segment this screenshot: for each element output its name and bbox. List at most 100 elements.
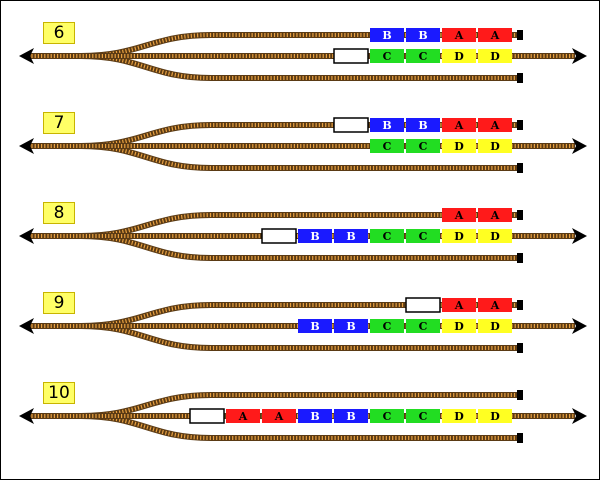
wagon-B[interactable]: B xyxy=(298,319,332,333)
buffer-stop-upper xyxy=(517,30,523,40)
engine-car[interactable] xyxy=(333,48,369,64)
step-number: 10 xyxy=(43,382,75,404)
wagon-C[interactable]: C xyxy=(370,229,404,243)
step-number: 6 xyxy=(43,22,75,44)
wagon-label: B xyxy=(418,29,427,42)
wagon-label: C xyxy=(383,140,392,153)
arrow-left-icon xyxy=(19,228,34,244)
buffer-stop-lower xyxy=(517,163,523,173)
wagon-C[interactable]: C xyxy=(370,409,404,423)
wagon-label: A xyxy=(490,209,500,222)
arrow-right-icon xyxy=(572,138,587,154)
wagon-C[interactable]: C xyxy=(406,229,440,243)
wagon-label: C xyxy=(419,140,428,153)
wagon-D[interactable]: D xyxy=(478,319,512,333)
engine-car[interactable] xyxy=(189,408,225,424)
wagon-label: B xyxy=(310,320,319,333)
wagon-B[interactable]: B xyxy=(370,118,404,132)
wagon-D[interactable]: D xyxy=(442,49,476,63)
wagon-D[interactable]: D xyxy=(442,319,476,333)
wagon-label: B xyxy=(310,410,319,423)
wagon-B[interactable]: B xyxy=(406,118,440,132)
wagon-B[interactable]: B xyxy=(334,229,368,243)
wagon-D[interactable]: D xyxy=(442,229,476,243)
buffer-stop-lower xyxy=(517,343,523,353)
wagon-A[interactable]: A xyxy=(226,409,260,423)
wagon-label: D xyxy=(454,410,464,423)
engine-car[interactable] xyxy=(405,297,441,313)
arrow-right-icon xyxy=(572,48,587,64)
track-layout: B B A A C C D D xyxy=(19,117,587,173)
wagon-B[interactable]: B xyxy=(370,28,404,42)
wagon-D[interactable]: D xyxy=(478,139,512,153)
wagon-B[interactable]: B xyxy=(334,409,368,423)
wagon-B[interactable]: B xyxy=(298,229,332,243)
wagon-B[interactable]: B xyxy=(298,409,332,423)
wagon-label: A xyxy=(238,410,248,423)
step-number: 7 xyxy=(43,112,75,134)
wagon-A[interactable]: A xyxy=(442,28,476,42)
wagon-C[interactable]: C xyxy=(370,319,404,333)
wagon-A[interactable]: A xyxy=(262,409,296,423)
engine-car[interactable] xyxy=(333,117,369,133)
wagon-label: A xyxy=(454,29,464,42)
wagon-A[interactable]: A xyxy=(442,298,476,312)
arrow-left-icon xyxy=(19,318,34,334)
wagon-C[interactable]: C xyxy=(406,139,440,153)
wagon-A[interactable]: A xyxy=(478,208,512,222)
wagon-A[interactable]: A xyxy=(442,118,476,132)
wagon-A[interactable]: A xyxy=(478,298,512,312)
arrow-right-icon xyxy=(572,318,587,334)
wagon-A[interactable]: A xyxy=(478,28,512,42)
buffer-stop-upper xyxy=(517,300,523,310)
wagon-label: A xyxy=(490,119,500,132)
wagon-label: A xyxy=(454,119,464,132)
buffer-stop-lower xyxy=(517,433,523,443)
wagon-label: D xyxy=(490,230,500,243)
wagon-label: B xyxy=(346,320,355,333)
buffer-stop-upper xyxy=(517,120,523,130)
step-panel-7: 7 B B A A C C D D xyxy=(1,109,599,199)
engine-car[interactable] xyxy=(261,228,297,244)
step-number: 9 xyxy=(43,292,75,314)
wagon-A[interactable]: A xyxy=(442,208,476,222)
wagon-label: D xyxy=(490,410,500,423)
wagon-B[interactable]: B xyxy=(334,319,368,333)
wagon-label: C xyxy=(383,410,392,423)
wagon-C[interactable]: C xyxy=(370,139,404,153)
wagon-D[interactable]: D xyxy=(478,409,512,423)
wagon-label: C xyxy=(383,50,392,63)
step-number: 8 xyxy=(43,202,75,224)
wagon-label: B xyxy=(382,29,391,42)
wagon-label: C xyxy=(419,50,428,63)
wagon-label: D xyxy=(454,140,464,153)
wagon-label: C xyxy=(383,230,392,243)
wagon-C[interactable]: C xyxy=(406,319,440,333)
wagon-label: A xyxy=(454,209,464,222)
buffer-stop-upper xyxy=(517,210,523,220)
wagon-D[interactable]: D xyxy=(442,139,476,153)
wagon-label: D xyxy=(454,320,464,333)
wagon-D[interactable]: D xyxy=(478,229,512,243)
wagon-B[interactable]: B xyxy=(406,28,440,42)
wagon-label: B xyxy=(382,119,391,132)
arrow-left-icon xyxy=(19,138,34,154)
arrow-right-icon xyxy=(572,408,587,424)
wagon-C[interactable]: C xyxy=(406,409,440,423)
wagon-C[interactable]: C xyxy=(370,49,404,63)
wagon-label: A xyxy=(454,299,464,312)
wagon-C[interactable]: C xyxy=(406,49,440,63)
wagon-D[interactable]: D xyxy=(442,409,476,423)
wagon-D[interactable]: D xyxy=(478,49,512,63)
arrow-right-icon xyxy=(572,228,587,244)
wagon-A[interactable]: A xyxy=(478,118,512,132)
